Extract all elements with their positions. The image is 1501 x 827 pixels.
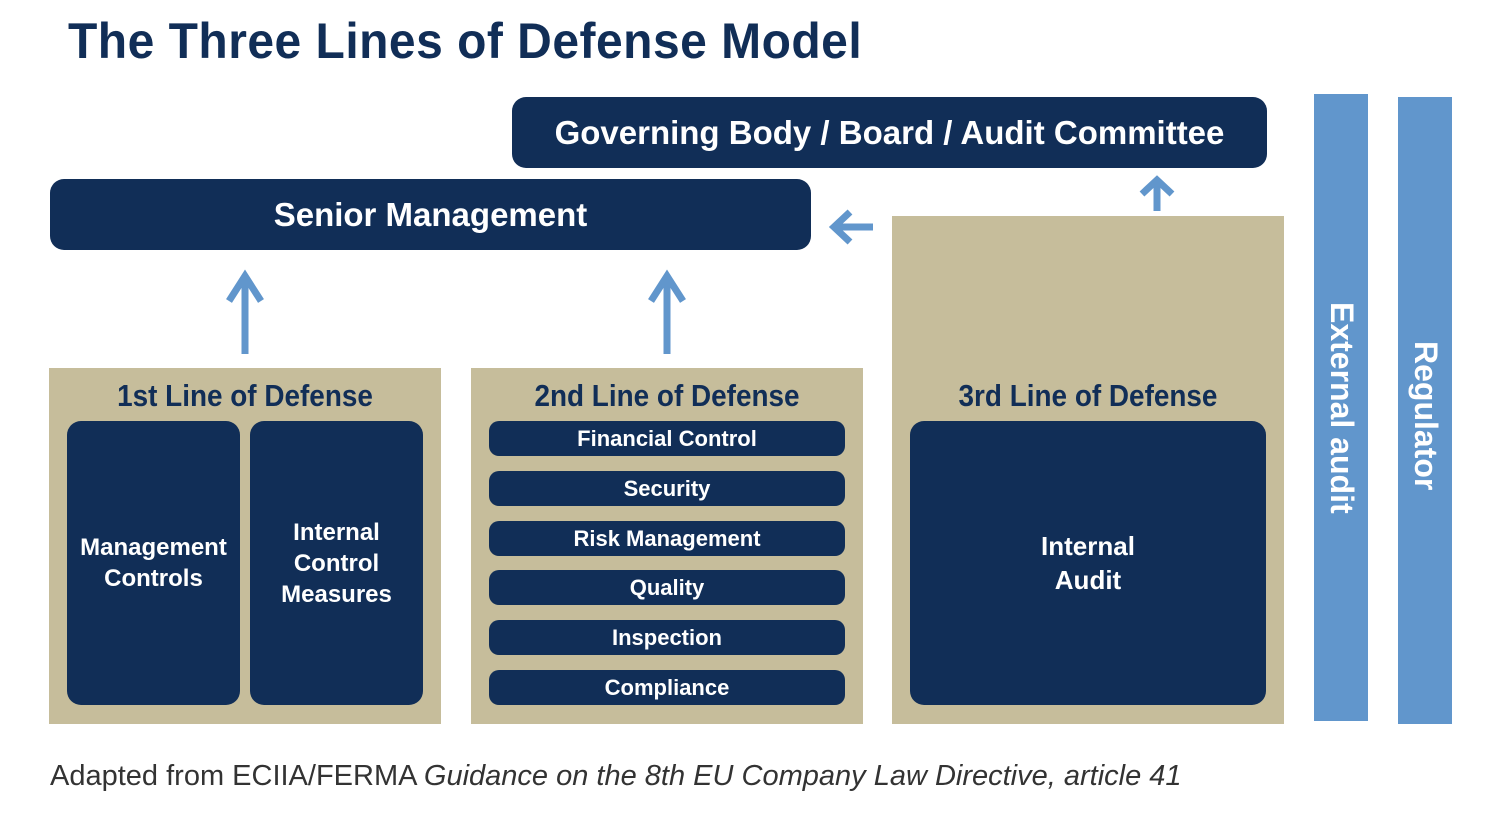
third-line-title: 3rd Line of Defense <box>958 378 1218 413</box>
internal-audit-label: Internal Audit <box>1041 531 1135 595</box>
senior-management-label: Senior Management <box>273 195 588 233</box>
second-line-title: 2nd Line of Defense <box>534 378 800 413</box>
external-audit-bar: External audit <box>1314 94 1368 721</box>
internal-control-measures-label: Internal Control Measures <box>281 518 392 608</box>
internal-control-measures-box: Internal Control Measures <box>250 421 423 705</box>
source-caption: Adapted from ECIIA/FERMA Guidance on the… <box>50 760 1182 793</box>
quality-item: Quality <box>489 570 845 605</box>
third-line-panel: 3rd Line of Defense Internal Audit <box>892 216 1284 724</box>
management-controls-label: Management Controls <box>80 534 227 592</box>
external-audit-label: External audit <box>1324 302 1360 514</box>
arrow-up-icon-line3 <box>1139 175 1175 211</box>
compliance-item: Compliance <box>489 670 845 705</box>
risk-management-item: Risk Management <box>489 521 845 556</box>
management-controls-box: Management Controls <box>67 421 240 705</box>
regulator-bar: Regulator <box>1398 97 1452 724</box>
financial-control-item: Financial Control <box>489 421 845 456</box>
first-line-title: 1st Line of Defense <box>117 378 373 413</box>
governing-body-label: Governing Body / Board / Audit Committee <box>554 113 1225 151</box>
caption-italic: Guidance on the 8th EU Company Law Direc… <box>423 760 1182 792</box>
first-line-panel: 1st Line of Defense Management Controls … <box>49 368 441 724</box>
governing-body-bar: Governing Body / Board / Audit Committee <box>512 97 1267 168</box>
senior-management-bar: Senior Management <box>50 179 811 250</box>
security-item: Security <box>489 471 845 506</box>
arrow-up-icon-line2 <box>648 269 686 354</box>
inspection-item: Inspection <box>489 620 845 655</box>
page-title: The Three Lines of Defense Model <box>68 13 863 69</box>
internal-audit-box: Internal Audit <box>910 421 1266 705</box>
regulator-label: Regulator <box>1408 341 1444 491</box>
arrow-up-icon-line1 <box>226 269 264 354</box>
caption-prefix: Adapted from ECIIA/FERMA <box>50 760 424 792</box>
second-line-panel: 2nd Line of Defense Financial Control Se… <box>471 368 863 724</box>
arrow-left-icon <box>828 209 873 245</box>
